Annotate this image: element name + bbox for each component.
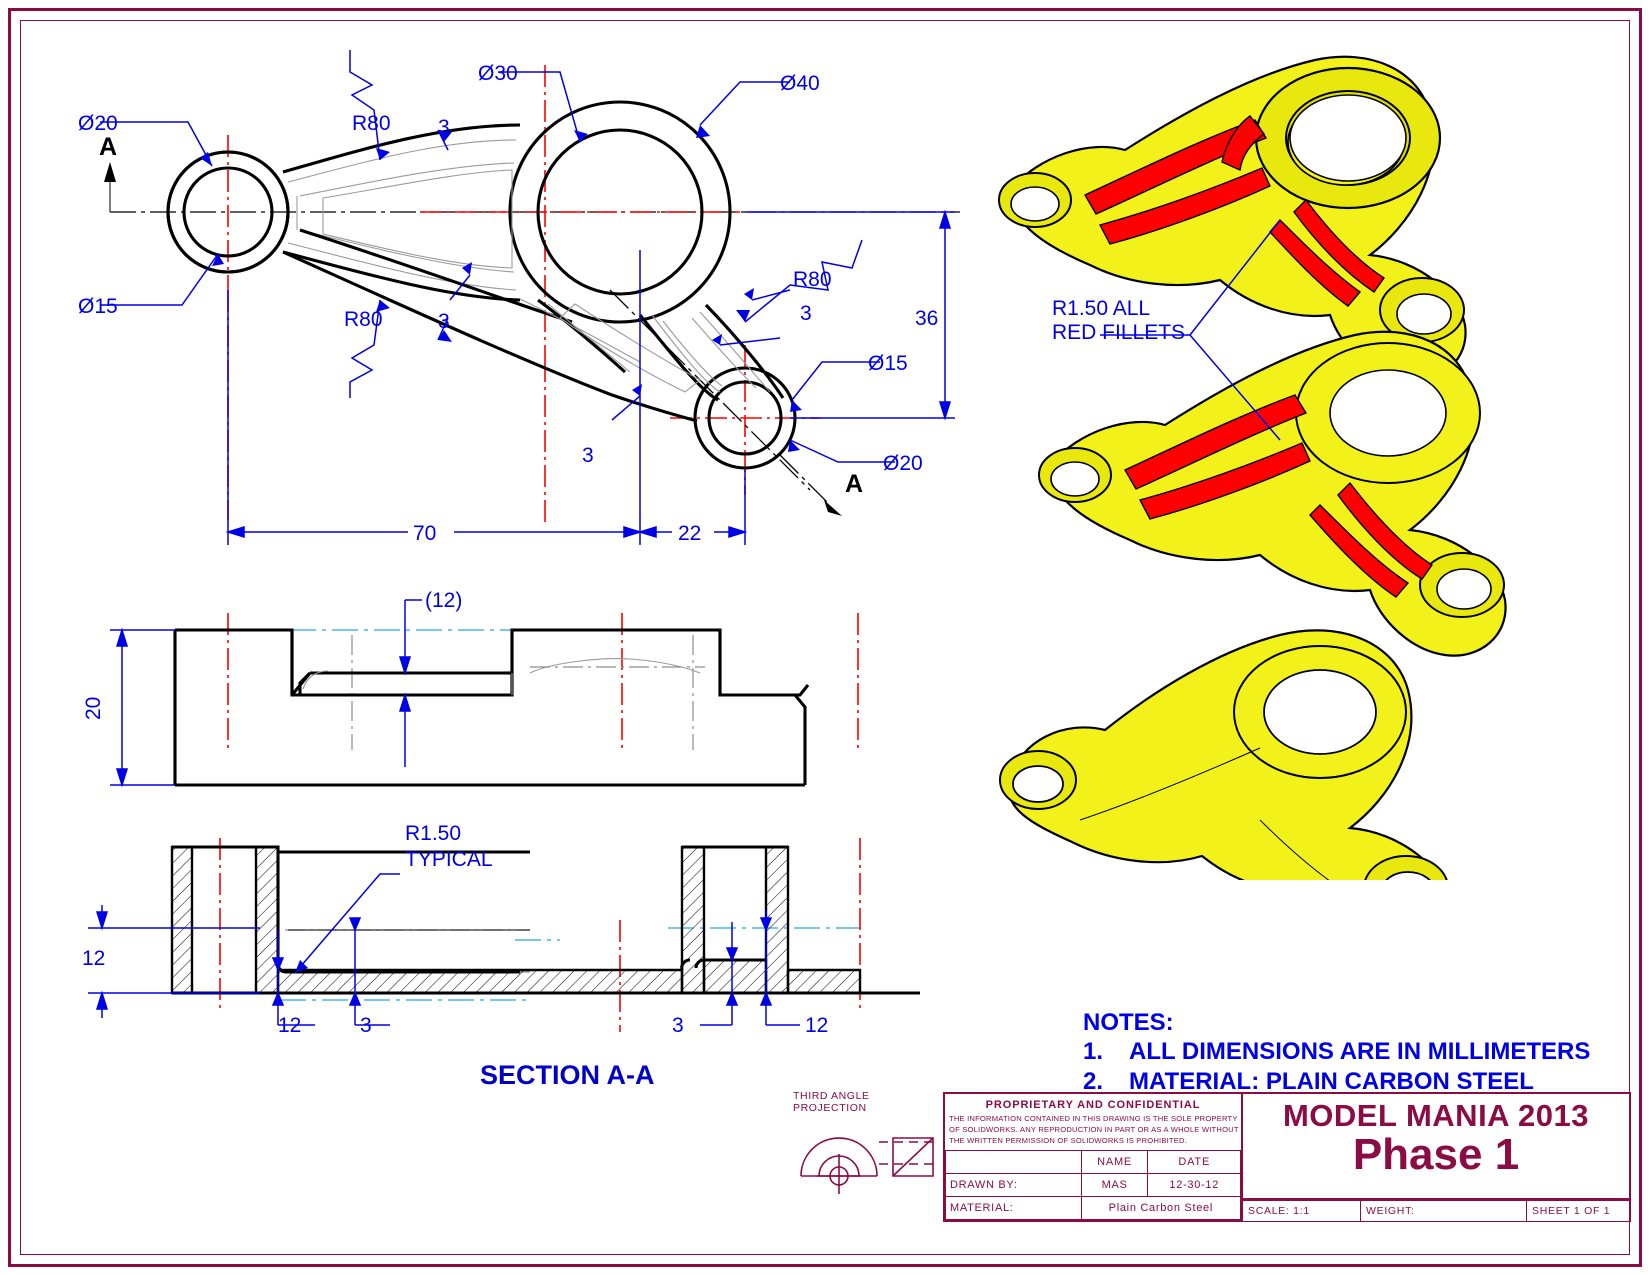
dim-bot-3-right: 3 bbox=[672, 1014, 684, 1037]
dim-12-section: 12 bbox=[82, 947, 105, 970]
iso-model-2 bbox=[1038, 330, 1507, 657]
section-view-graphics: 12 R1.50 TYPICAL 12 3 3 bbox=[82, 822, 920, 1037]
red-fillets-callout: R1.50 ALL RED FILLETS bbox=[1052, 297, 1185, 344]
dim-70: 70 bbox=[413, 522, 436, 545]
notes-block: NOTES: 1. ALL DIMENSIONS ARE IN MILLIMET… bbox=[1083, 1008, 1590, 1096]
weight-cell: WEIGHT: bbox=[1361, 1200, 1527, 1222]
isometric-views-graphics bbox=[998, 55, 1507, 880]
sheet-border-inner bbox=[20, 20, 1630, 1255]
dim-d30: Ø30 bbox=[478, 62, 518, 85]
red-fillets-callout-line1: R1.50 ALL bbox=[1052, 297, 1151, 320]
sheet-border-outer bbox=[8, 8, 1642, 1267]
dim-bot-12-right: 12 bbox=[805, 1014, 828, 1037]
col-header-date: DATE bbox=[1147, 1150, 1241, 1174]
dim-r80-top: R80 bbox=[352, 112, 391, 135]
dim-r80-left: R80 bbox=[344, 308, 383, 331]
dim-r150-typical: TYPICAL bbox=[405, 848, 493, 871]
dim-rib-top: 3 bbox=[438, 116, 450, 139]
dim-bot-12-left: 12 bbox=[278, 1014, 301, 1037]
title-block: THIRD ANGLE PROJECTION PROPRIETARY AND C… bbox=[793, 1090, 1633, 1230]
proprietary-line-3: THE WRITTEN PERMISSION OF SOLIDWORKS IS … bbox=[949, 1136, 1188, 1145]
top-view-graphics: A A 36 70 bbox=[78, 50, 960, 545]
company-title-box: MODEL MANIA 2013 Phase 1 bbox=[1243, 1092, 1631, 1200]
note-item-1: 1. ALL DIMENSIONS ARE IN MILLIMETERS bbox=[1083, 1037, 1590, 1066]
dim-d40: Ø40 bbox=[780, 72, 820, 95]
material-value: Plain Carbon Steel bbox=[1080, 1196, 1242, 1220]
scale-cell: SCALE: 1:1 bbox=[1243, 1200, 1361, 1222]
col-header-name: NAME bbox=[1080, 1150, 1149, 1174]
third-angle-projection: THIRD ANGLE PROJECTION bbox=[793, 1090, 941, 1194]
dim-12-front: (12) bbox=[425, 589, 462, 612]
dim-22: 22 bbox=[678, 522, 701, 545]
proprietary-box: PROPRIETARY AND CONFIDENTIAL THE INFORMA… bbox=[943, 1092, 1243, 1222]
table-row: MATERIAL: Plain Carbon Steel bbox=[945, 1196, 1242, 1220]
iso-model-3 bbox=[999, 629, 1448, 880]
dim-d20-left: Ø20 bbox=[78, 112, 118, 135]
dim-rib-bottom: 3 bbox=[582, 444, 594, 467]
note-item-2: 2. MATERIAL: PLAIN CARBON STEEL bbox=[1083, 1067, 1590, 1096]
section-view-title-wrap: SECTION A-A bbox=[480, 1060, 655, 1091]
drawn-by-label: DRAWN BY: bbox=[945, 1173, 1082, 1197]
proprietary-line-2: OF SOLIDWORKS. ANY REPRODUCTION IN PART … bbox=[949, 1125, 1239, 1134]
company-name: MODEL MANIA 2013 bbox=[1282, 1098, 1589, 1133]
dim-d20-right: Ø20 bbox=[883, 452, 923, 475]
dim-d15-right: Ø15 bbox=[868, 352, 908, 375]
iso-model-1 bbox=[998, 55, 1467, 382]
section-view-title: SECTION A-A bbox=[480, 1060, 655, 1090]
table-row: DRAWN BY: MAS 12-30-12 bbox=[945, 1173, 1241, 1197]
dim-20: 20 bbox=[82, 697, 105, 720]
dim-bot-3-left: 3 bbox=[360, 1014, 372, 1037]
dim-r150: R1.50 bbox=[405, 822, 461, 845]
note-1-number: 1. bbox=[1083, 1038, 1104, 1066]
section-letter-left: A bbox=[99, 133, 117, 161]
projection-symbol-icon bbox=[800, 1137, 934, 1194]
note-2-text: MATERIAL: PLAIN CARBON STEEL bbox=[1129, 1067, 1534, 1095]
proprietary-line-1: THE INFORMATION CONTAINED IN THIS DRAWIN… bbox=[949, 1114, 1238, 1123]
section-letter-right: A bbox=[845, 470, 863, 498]
table-header-row: NAME DATE bbox=[945, 1150, 1241, 1174]
dim-rib-right: 3 bbox=[800, 302, 812, 325]
scale-weight-sheet-row: SCALE: 1:1 WEIGHT: SHEET 1 OF 1 bbox=[1243, 1200, 1631, 1222]
dim-r80-right: R80 bbox=[793, 268, 832, 291]
drawn-by-table: NAME DATE DRAWN BY: MAS 12-30-12 MATERIA… bbox=[945, 1150, 1242, 1220]
drawn-by-name: MAS bbox=[1080, 1173, 1149, 1197]
drawn-by-date: 12-30-12 bbox=[1147, 1173, 1241, 1197]
phase-name: Phase 1 bbox=[1352, 1130, 1520, 1179]
proprietary-heading: PROPRIETARY AND CONFIDENTIAL bbox=[985, 1099, 1201, 1111]
sheet-cell: SHEET 1 OF 1 bbox=[1527, 1200, 1631, 1222]
projection-label: THIRD ANGLE PROJECTION bbox=[793, 1090, 870, 1114]
red-fillets-callout-line2: RED FILLETS bbox=[1052, 320, 1186, 344]
material-label: MATERIAL: bbox=[945, 1196, 1082, 1220]
front-view-graphics: 20 (12) bbox=[82, 589, 859, 788]
notes-heading: NOTES: bbox=[1083, 1009, 1174, 1036]
note-1-text: ALL DIMENSIONS ARE IN MILLIMETERS bbox=[1129, 1038, 1591, 1066]
dim-rib-upper: 3 bbox=[438, 310, 450, 333]
note-2-number: 2. bbox=[1083, 1067, 1104, 1095]
dim-36: 36 bbox=[915, 307, 938, 330]
dim-d15-left: Ø15 bbox=[78, 295, 118, 318]
